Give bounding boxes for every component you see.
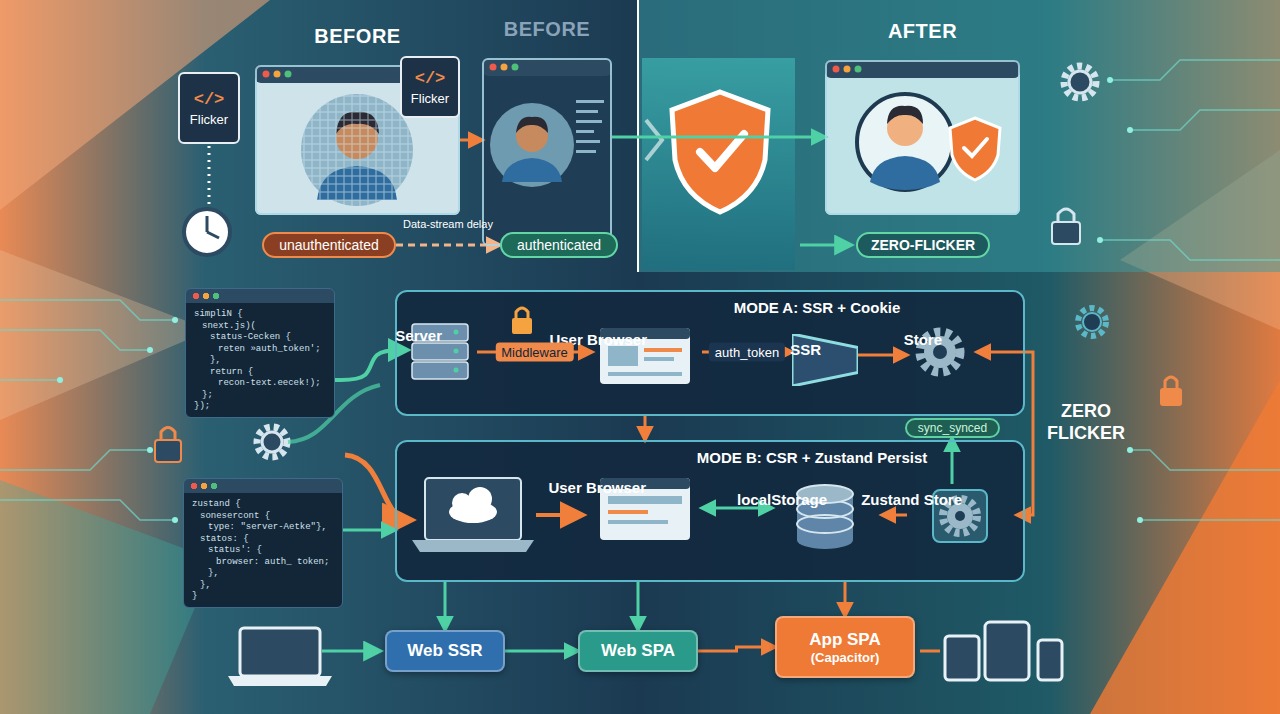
code-line: zustand {: [192, 499, 336, 511]
browser-panel: AFTER: [825, 60, 1020, 215]
after-window: [825, 60, 1020, 215]
state-pill: unauthenticated: [262, 232, 396, 258]
code-line: },: [192, 580, 336, 592]
connector-arrow: [637, 582, 640, 630]
node-label: App SPA: [809, 630, 880, 650]
connector-arrow: [882, 514, 907, 517]
connector-arrow: [505, 650, 578, 653]
panel-heading: MODE A: SSR + Cookie: [734, 299, 901, 316]
state-pill: ZERO-FLICKER: [856, 232, 990, 258]
connector-arrow: [477, 351, 592, 354]
code-line: return {: [194, 367, 328, 379]
target-box: Web SPA: [578, 630, 698, 672]
before-window-loading: [482, 58, 612, 246]
code-line: sonesercont {: [192, 511, 336, 523]
connector-arrow: [343, 529, 395, 532]
browser-node: User Browser: [592, 324, 702, 414]
code-line: status-Cecken {: [194, 332, 328, 344]
code-line: };: [194, 390, 328, 402]
connector-arrow: [460, 139, 482, 142]
node-label: Store: [904, 331, 942, 348]
code-line: recon-text.eecek!);: [194, 378, 328, 390]
node-label: authenticated: [517, 237, 601, 253]
connector-arrow: [444, 582, 447, 630]
node-label: Zustand Store: [861, 491, 962, 508]
node-label: (Capacitor): [811, 650, 880, 665]
code-line: snext.js)(: [194, 321, 328, 333]
code-line: },: [192, 568, 336, 580]
connector-arrow: [858, 354, 907, 357]
connector-arrow: [612, 136, 825, 139]
target-box: Web SSR: [385, 630, 505, 672]
state-pill: authenticated: [500, 232, 618, 258]
ssr-funnel: SSR: [792, 334, 858, 386]
code-line: statos: {: [192, 534, 336, 546]
connector-arrow: [844, 582, 847, 616]
code-line: });: [194, 401, 328, 413]
node-label: </>: [194, 90, 225, 109]
devices: [228, 622, 1062, 686]
code-line: type: "server-Aetke"},: [192, 522, 336, 534]
panel-heading: AFTER: [888, 20, 957, 43]
node-label: Server: [395, 327, 442, 344]
connector-arrow: [644, 414, 647, 440]
decor-icons: [155, 66, 1182, 462]
node-label: Web SPA: [601, 641, 675, 661]
node-label: Flicker: [411, 91, 449, 106]
node-label: unauthenticated: [279, 237, 379, 253]
flicker-badge: </> Flicker: [400, 56, 460, 118]
mode-panel: MODE A: SSR + CookieServerUser BrowserSS…: [395, 290, 1025, 416]
server-node: Server: [407, 320, 477, 414]
code-line: reten »auth_token';: [194, 344, 328, 356]
node-label: Flicker: [190, 112, 228, 127]
node-label: sync_synced: [918, 421, 987, 435]
flicker-badge: </> Flicker: [178, 72, 240, 144]
caption-label: ZERO FLICKER: [1040, 400, 1132, 444]
target-box: App SPA(Capacitor): [775, 616, 915, 678]
node-label: localStorage: [737, 491, 827, 508]
laptop-cloud: [345, 455, 582, 552]
node-label: </>: [415, 69, 446, 88]
mode-panels: [395, 290, 1025, 582]
code-line: },: [194, 355, 328, 367]
code-line: browser: auth_ token;: [192, 557, 336, 569]
shield-panel: [642, 58, 851, 270]
clock-icon: [184, 146, 230, 255]
browser-node: User Browser: [590, 472, 702, 580]
mode-panel: MODE B: CSR + Zustand PersistUser Browse…: [395, 440, 1025, 582]
panel-heading: BEFORE: [314, 25, 400, 48]
store-node: Zustand Store: [907, 484, 1017, 578]
sync-pill: sync_synced: [905, 418, 1000, 438]
node-label: User Browser: [548, 479, 646, 496]
code-panel: simpliN {snext.js)(status-Cecken {reten …: [185, 288, 335, 418]
node-label: Web SSR: [407, 641, 482, 661]
edge-label: auth_token: [709, 343, 785, 362]
node-label: SSR: [790, 341, 821, 358]
node-label: ZERO-FLICKER: [871, 237, 975, 253]
connector-arrow: [698, 647, 775, 651]
connector-arrow: [702, 351, 792, 354]
code-line: }: [192, 591, 336, 603]
panel-heading: MODE B: CSR + Zustand Persist: [697, 449, 927, 466]
panel-heading: BEFORE: [504, 18, 590, 41]
browser-panel: BEFORE: [482, 58, 612, 246]
connector-arrow: [951, 438, 954, 484]
code-line: status': {: [192, 545, 336, 557]
store-node: Store: [907, 324, 977, 414]
node-label: User Browser: [549, 331, 647, 348]
code-panel: zustand {sonesercont {type: "server-Aetk…: [183, 478, 343, 608]
code-line: simpliN {: [194, 309, 328, 321]
